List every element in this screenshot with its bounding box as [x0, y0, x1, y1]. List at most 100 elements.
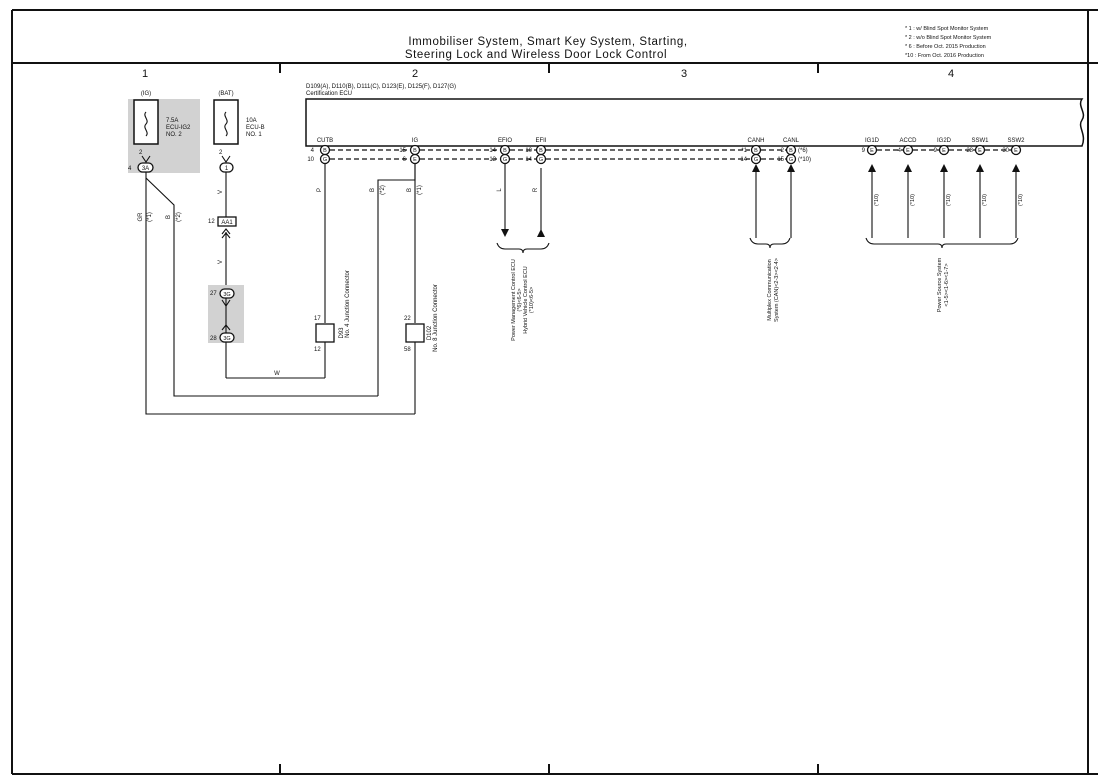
pin-canh-1-num: *1 [741, 148, 747, 154]
wire-accd-arrow [904, 164, 912, 172]
pin-ssw1 [974, 144, 986, 156]
pin-accd-num: 4 [898, 148, 902, 154]
pin-cutb-2-code: G [323, 157, 327, 163]
title-line-2: Steering Lock and Wireless Door Lock Con… [405, 49, 667, 61]
note-4: *10 : From Oct. 2016 Production [905, 53, 984, 59]
fuse-bat-rating: 10A [246, 118, 257, 124]
wire-r-label: R [533, 187, 539, 192]
fuse-bat-source: (BAT) [218, 91, 233, 97]
term-ig2d: IG2D [937, 138, 952, 144]
d93-code: D93 [339, 327, 345, 339]
fuse-bat-symbol [224, 111, 228, 137]
aa1-pin: 12 [208, 219, 215, 225]
wire-ig-b1-note: (*2) [380, 185, 386, 195]
pin-canh-2 [750, 153, 762, 165]
wire-b-note: (*2) [176, 212, 182, 222]
wire-b-label: B [166, 215, 172, 219]
fuse-ig-box [133, 99, 159, 145]
pin-ssw1-num: 28 [966, 148, 973, 154]
d102-bottom-pin: 58 [404, 347, 411, 353]
pin-canl-1-note: (*6) [798, 148, 808, 154]
pin-canh-2-num: 14 [740, 157, 747, 163]
term-ig1d: IG1D [865, 138, 880, 144]
pin-canl-1-code: B [789, 148, 793, 154]
wire-canl-arrow [787, 164, 795, 172]
pm-line4: (*10)<6-5> [529, 287, 535, 313]
term-canh: CANH [747, 138, 764, 144]
pin-ig1d-num: 9 [862, 148, 866, 154]
note-1: * 1 : w/ Blind Spot Monitor System [905, 26, 989, 32]
certification-ecu-box [305, 98, 1085, 147]
pin-ig2d [938, 144, 950, 156]
fuse-bat-connector-code: 1 [225, 166, 229, 172]
pin-canl-2-note: (*10) [798, 157, 811, 163]
pin-cutb-2 [319, 153, 331, 165]
wire-ssw2-arrow [1012, 164, 1020, 172]
wire-gr [145, 172, 415, 415]
wire-bat-v-label-1: V [218, 190, 224, 194]
pin-efio-2 [499, 153, 511, 165]
pin-ig-2-code: E [413, 157, 417, 163]
term-efii: EFII [535, 138, 546, 144]
pin-accd-code: E [906, 148, 910, 154]
pin-cutb-1-code: B [323, 148, 327, 154]
j-code-27: 3G [223, 292, 230, 298]
wire-ssw1-note: (*10) [982, 194, 988, 206]
pin-accd [902, 144, 914, 156]
ecu-codes: D109(A), D110(B), D111(C), D123(E), D125… [306, 84, 456, 90]
pin-canl-2-code: G [789, 157, 793, 163]
note-2: * 2 : w/o Blind Spot Monitor System [905, 35, 992, 41]
pin-canl-2 [785, 153, 797, 165]
wire-l-label: L [497, 188, 503, 192]
aa1-code: AA1 [221, 220, 233, 226]
j-arrow-28 [221, 324, 231, 331]
d93-bottom-pin: 12 [314, 347, 321, 353]
wire-w-label: W [274, 371, 280, 377]
fuse-bat-name: ECU-B [246, 125, 265, 131]
pin-canh-2-code: G [754, 157, 758, 163]
pin-cutb-2-num: 10 [307, 157, 314, 163]
wire-ig2d-arrow [940, 164, 948, 172]
pin-efio-1-code: B [503, 148, 507, 154]
pin-efii-1-code: B [539, 148, 543, 154]
fuse-ig-name: ECU-IG2 [166, 125, 191, 131]
column-number-4: 4 [948, 68, 954, 80]
fuse-ig-connector-code: 3A [142, 166, 149, 172]
fuse-bat-num: NO. 1 [246, 132, 262, 138]
d102-top-pin: 22 [404, 316, 411, 322]
wire-r-arrow [537, 229, 545, 237]
term-accd: ACCD [899, 138, 917, 144]
pin-efii-2 [535, 153, 547, 165]
wire-gr-note: (*1) [147, 212, 153, 222]
junction-d102 [405, 323, 425, 343]
fuse-ig-rating: 7.5A [166, 118, 178, 124]
j-pin-27: 27 [210, 291, 217, 297]
wire-ig-b-left [377, 164, 416, 396]
j-connector-27 [219, 288, 235, 299]
pm-line1: Power Management Control ECU [511, 259, 517, 341]
pin-ig-1-num: 15 [399, 148, 406, 154]
pin-canl-2-num: 15 [777, 157, 784, 163]
wire-accd-note: (*10) [910, 194, 916, 206]
j-pin-28: 28 [210, 336, 217, 342]
wire-canh-arrow [752, 164, 760, 172]
pin-efii-2-num: 14 [525, 157, 532, 163]
pin-ssw1-code: E [978, 148, 982, 154]
term-ssw1: SSW1 [971, 138, 989, 144]
title-line-1: Immobiliser System, Smart Key System, St… [408, 36, 687, 48]
term-ssw2: SSW2 [1007, 138, 1025, 144]
note-3: * 6 : Before Oct. 2015 Production [905, 44, 986, 50]
fuse-bat-box [213, 99, 239, 145]
fuse-bat-arrow [221, 155, 231, 163]
aa1-connector [217, 216, 237, 227]
pin-canh-1-code: B [754, 148, 758, 154]
pin-ig1d-code: E [870, 148, 874, 154]
term-ig: IG [412, 138, 419, 144]
d102-code: D102 [427, 325, 433, 340]
column-number-3: 3 [681, 68, 687, 80]
wire-gr-label: GR [138, 212, 144, 222]
term-cutb: CUTB [317, 138, 333, 144]
fuse-ig-pin: 2 [139, 150, 143, 156]
pin-ig-1-code: B [413, 148, 417, 154]
